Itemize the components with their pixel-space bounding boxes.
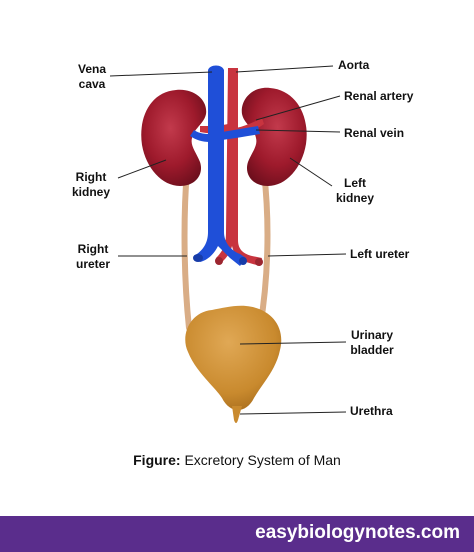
leader-vena-cava [109,71,213,77]
label-right-ureter: Right ureter [75,242,110,271]
right-kidney [141,89,207,186]
label-right-kidney: Right kidney [71,170,110,199]
leader-left-kidney [289,157,333,187]
leader-renal-artery [255,95,341,121]
renal-vein [222,126,260,140]
label-urethra: Urethra [350,404,393,418]
aorta [216,68,262,266]
right-ureter [181,167,192,331]
urinary-bladder [185,305,282,410]
label-urinary-bladder: Urinary bladder [350,328,394,357]
leader-left-ureter [267,253,347,257]
vena-cava [194,65,246,266]
left-kidney [241,87,307,186]
figure-caption: Figure: Excretory System of Man [0,452,474,468]
label-left-ureter: Left ureter [350,247,410,261]
footer-site-link[interactable]: easybiologynotes.com [255,522,460,543]
caption-prefix: Figure: [133,452,181,468]
label-aorta: Aorta [338,58,370,72]
footer-banner: easybiologynotes.com [0,516,474,552]
urethra [232,406,242,423]
leader-right-kidney [117,159,167,179]
label-renal-artery: Renal artery [344,89,414,103]
label-renal-vein: Renal vein [344,126,405,140]
left-ureter [257,169,271,331]
leader-urethra [239,411,347,415]
leader-renal-vein [255,129,341,133]
excretory-system-diagram [109,65,347,423]
label-left-kidney: Left kidney [335,176,374,205]
label-vena-cava: Vena cava [77,62,107,91]
caption-text: Excretory System of Man [180,452,341,468]
leader-aorta [235,65,334,73]
leader-urinary-bladder [239,341,347,345]
